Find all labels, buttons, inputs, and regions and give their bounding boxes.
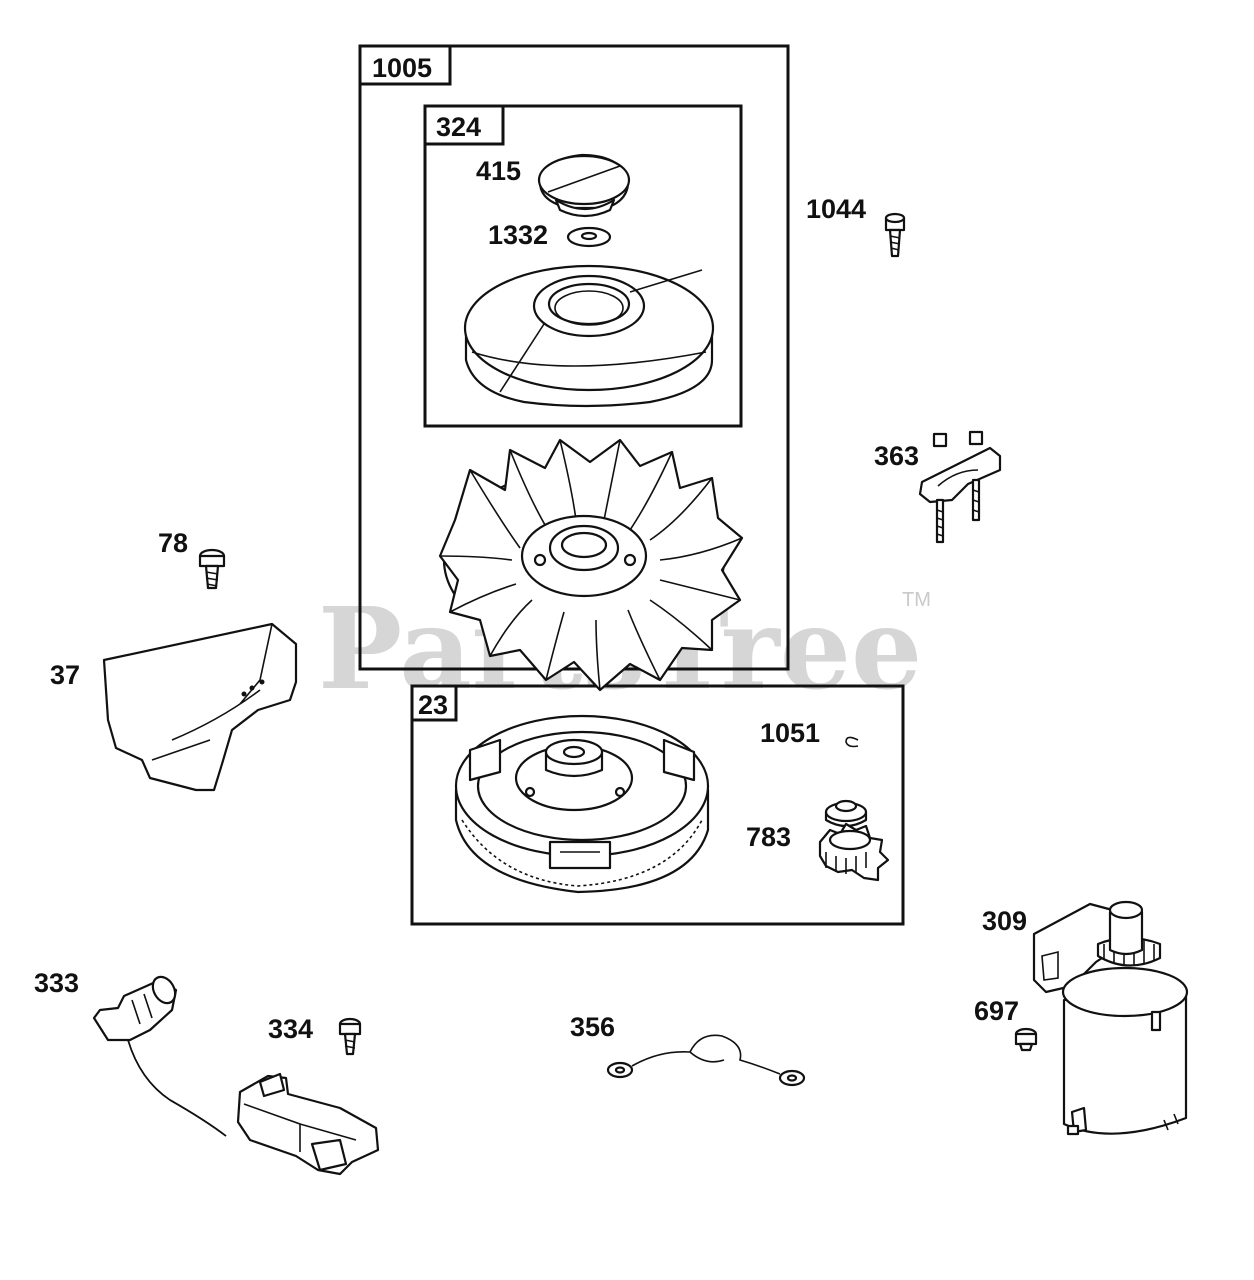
part-309-starter-drawing[interactable] xyxy=(1032,900,1189,1136)
part-1051-clip-drawing[interactable] xyxy=(845,736,859,748)
callout-1044[interactable]: 1044 xyxy=(806,194,866,224)
group-box-23[interactable]: 23 xyxy=(410,684,905,926)
callout-697[interactable]: 697 xyxy=(974,996,1019,1026)
callout-309[interactable]: 309 xyxy=(982,906,1027,936)
part-697-bolt-drawing[interactable] xyxy=(1014,1027,1038,1052)
callout-415[interactable]: 415 xyxy=(476,156,521,186)
group-box-23-label: 23 xyxy=(418,690,448,720)
callout-334[interactable]: 334 xyxy=(268,1014,313,1044)
group-box-1005[interactable]: 1005 xyxy=(358,44,790,671)
callout-783[interactable]: 783 xyxy=(746,822,791,852)
callout-37[interactable]: 37 xyxy=(50,660,80,690)
group-box-1005-label: 1005 xyxy=(372,53,432,83)
part-333-ignition-coil-drawing[interactable] xyxy=(92,973,380,1176)
part-1332-washer-drawing[interactable] xyxy=(566,226,612,248)
fan-drawing[interactable] xyxy=(438,438,744,692)
part-356-ground-wire-drawing[interactable] xyxy=(606,1034,806,1087)
callout-363[interactable]: 363 xyxy=(874,441,919,471)
part-783-gear-drawing[interactable] xyxy=(818,822,890,882)
watermark-trademark: TM xyxy=(902,589,931,611)
flywheel-washer-drawing[interactable] xyxy=(824,799,868,828)
part-37-shroud-drawing[interactable] xyxy=(102,622,298,792)
part-363-bracket-drawing[interactable] xyxy=(918,430,1002,544)
part-78-bolt-drawing[interactable] xyxy=(198,548,226,590)
callout-1332[interactable]: 1332 xyxy=(488,220,548,250)
group-box-324[interactable]: 324 xyxy=(423,104,743,428)
callout-356[interactable]: 356 xyxy=(570,1012,615,1042)
callout-1051[interactable]: 1051 xyxy=(760,718,820,748)
cover-drawing[interactable] xyxy=(463,264,715,408)
group-box-324-label: 324 xyxy=(436,112,481,142)
part-334-screw-drawing[interactable] xyxy=(338,1017,362,1056)
callout-78[interactable]: 78 xyxy=(158,528,188,558)
part-1044-bolt-drawing[interactable] xyxy=(884,212,906,258)
flywheel-drawing[interactable] xyxy=(454,714,710,894)
callout-333[interactable]: 333 xyxy=(34,968,79,998)
part-415-cap-drawing[interactable] xyxy=(537,153,631,218)
